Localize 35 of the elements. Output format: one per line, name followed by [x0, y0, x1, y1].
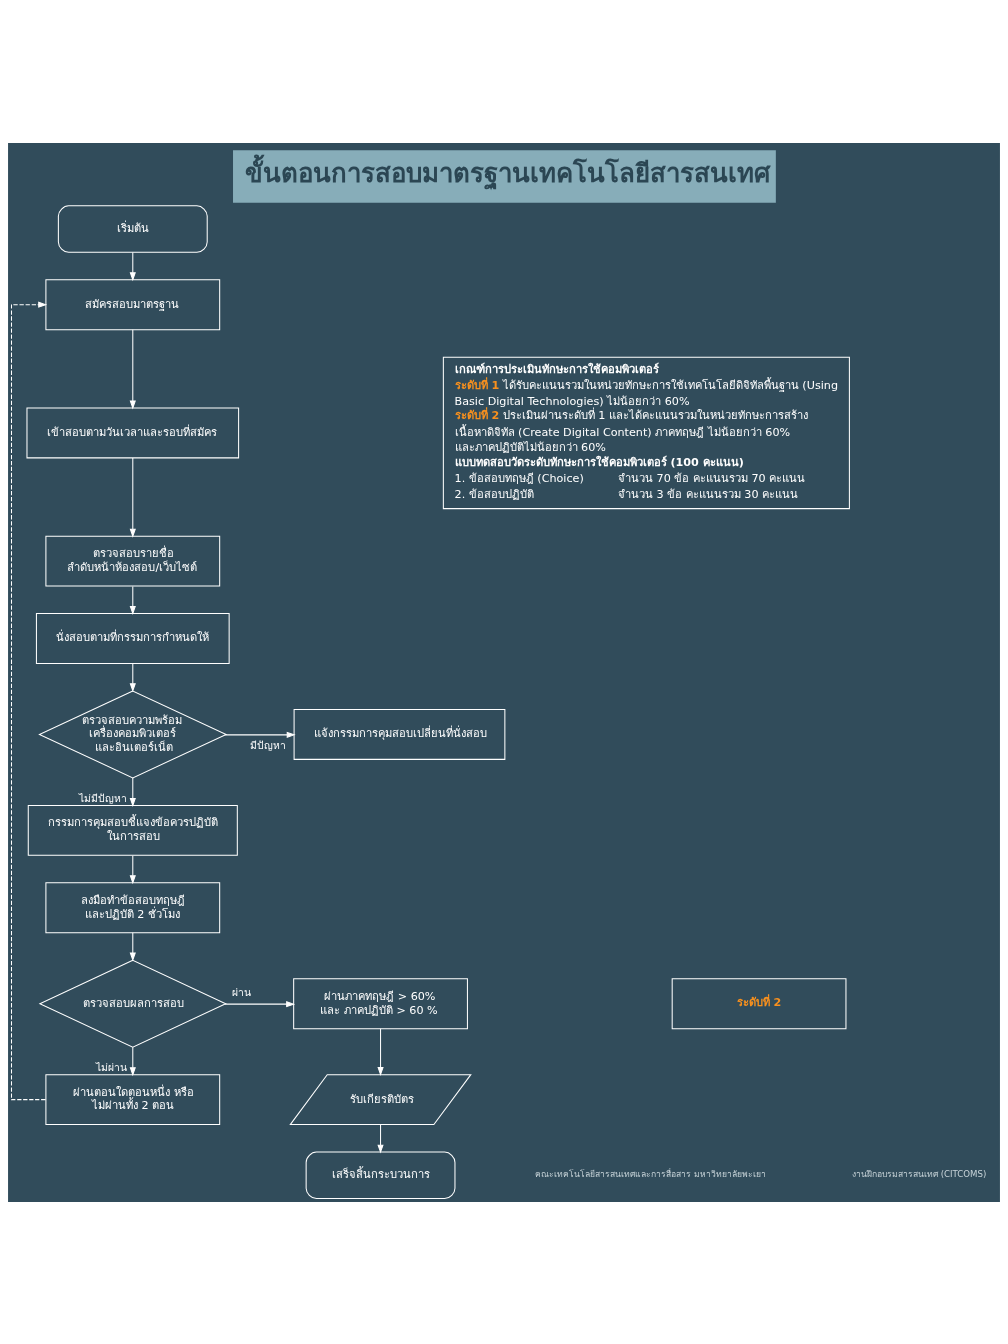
node-box: ลงมือทำข้อสอบทฤษฎีและปฏิบัติ 2 ชั่วโมง — [45, 881, 221, 933]
arrow — [10, 301, 48, 1100]
arrow — [129, 854, 136, 884]
arrow — [129, 931, 136, 961]
arrow — [129, 776, 136, 807]
node-box: กรรมการคุมสอบชี้แจงข้อควรปฏิบัติในการสอบ — [27, 804, 238, 856]
edge-label: ผ่าน — [231, 985, 251, 998]
node-box: เสร็จสิ้นกระบวนการ — [305, 1151, 456, 1199]
arrow — [129, 328, 136, 409]
label: คณะเทคโนโลยีสารสนเทศและการสื่อสาร มหาวิทยาลัยพะเยา — [534, 1168, 766, 1179]
arrow — [129, 585, 136, 615]
node-diamond: ตรวจสอบผลการสอบ — [38, 959, 227, 1048]
edge-label: ไม่ผ่าน — [96, 1060, 128, 1073]
arrow — [129, 1046, 136, 1076]
node-box: แจ้งกรรมการคุมสอบเปลี่ยนที่นั่งสอบ — [293, 708, 506, 760]
arrow — [129, 662, 136, 692]
arrow — [129, 251, 136, 281]
node-box: สมัครสอบมาตรฐาน — [45, 278, 221, 330]
arrow — [377, 1123, 384, 1154]
arrow — [224, 1000, 296, 1007]
edge-label: มีปัญหา — [249, 738, 286, 751]
node-box: เริ่มต้น — [57, 204, 208, 253]
node-box: ระดับที่ 2 — [671, 977, 847, 1029]
edge-label: ไม่มีปัญหา — [79, 791, 128, 804]
node-box: เกณฑ์การประเมินทักษะการใช้คอมพิวเตอร์ ระดับที่ 1 ได้รับคะแนนรวมในหน่วยทักษะการใช้เทคโนโลยีดิจิทัลพื้นฐาน (Using Basic Digital Technologies) ไม่น้อยกว่า 60% ระดับที่ 2 ประเมินผ่านระดับที่ 1 และได้คะแนนรวมในหน่วยทักษะการสร้างเนื้อหาดิจิทัล (Create Digital Content) ภาคทฤษฎี ไม่น้อยกว่า 60% และภาคปฏิบัติไม่น้อยกว่า 60% แบบทดสอบวัดระดับทักษะการใช้คอมพิวเตอร์ (100 คะแนน) 1. ข้อสอบทฤษฎี (Choice) จำนวน 70 ข้อ คะแนนรวม 70 คะแนน 2. ข้อสอบปฏิบัติ จำนวน 3 ข้อ คะแนนรวม 30 คะแนน — [442, 356, 850, 509]
node-diamond: ตรวจสอบความพร้อมเครื่องคอมพิวเตอร์และอินเตอร์เน็ต — [38, 689, 228, 778]
node-box: ผ่านตอนใดตอนหนึ่ง หรือไม่ผ่านทั้ง 2 ตอน — [45, 1073, 221, 1125]
arrow — [129, 456, 136, 538]
node-box: ตรวจสอบรายชื่อ ลำดับหน้าห้องสอบ/เว็บไซต์ — [45, 535, 221, 587]
arrow — [377, 1027, 384, 1076]
node-box: ผ่านภาคทฤษฎี > 60% และ ภาคปฏิบัติ > 60 % — [293, 977, 468, 1029]
node-box: นั่งสอบตามที่กรรมการกำหนดให้ — [35, 612, 230, 664]
arrow — [224, 731, 296, 738]
label: งานฝึกอบรมสารสนเทศ (CITCOMS) — [851, 1168, 987, 1179]
node-box: เข้าสอบตามวันเวลาและรอบที่สมัคร — [26, 406, 240, 458]
